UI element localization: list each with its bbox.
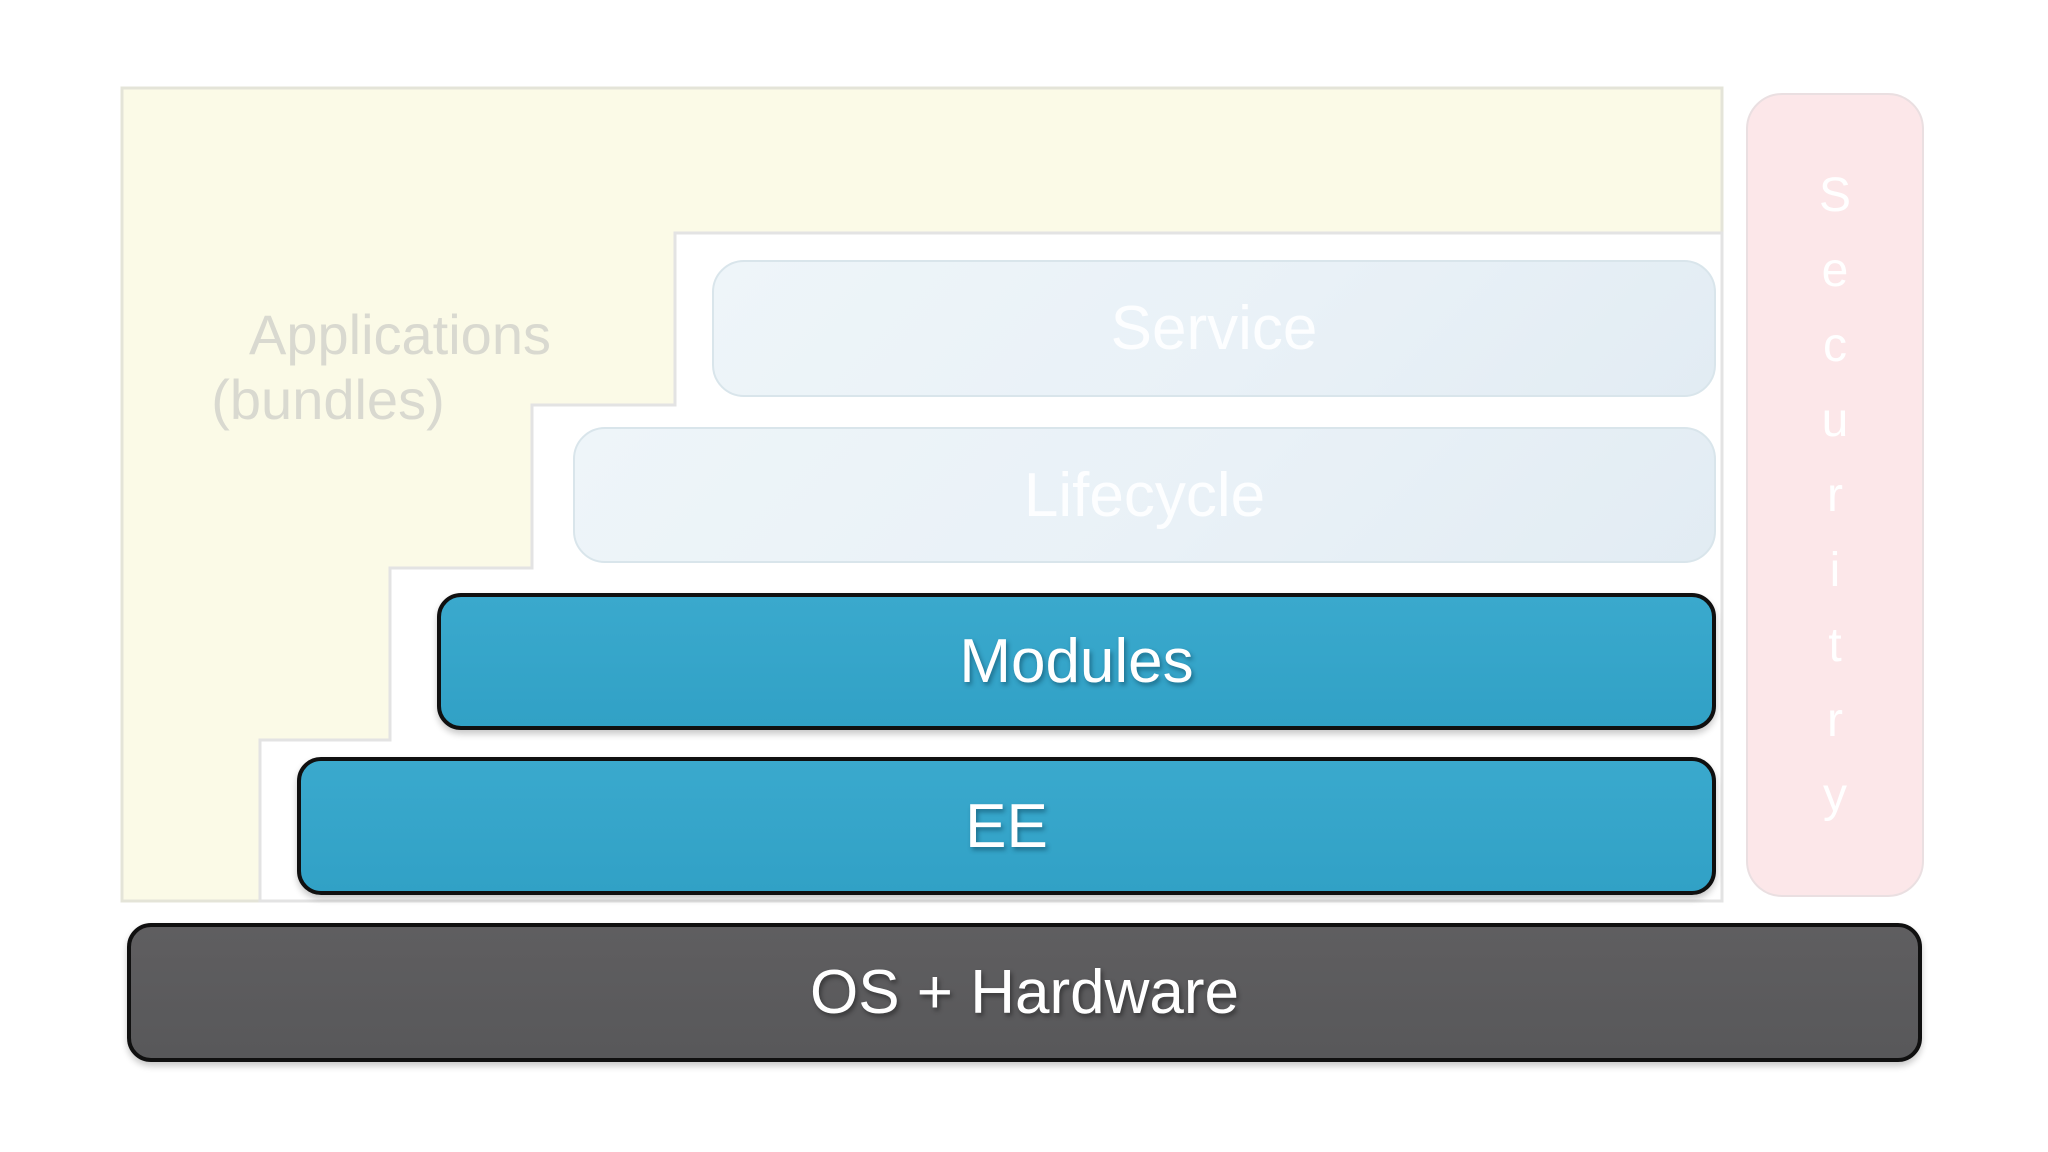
security-letter: t	[1828, 618, 1842, 672]
layer-lifecycle: Lifecycle	[573, 427, 1716, 563]
stack-container-shape	[258, 231, 1724, 903]
security-letter: e	[1821, 243, 1849, 297]
security-bar: S e c u r i t r y	[1746, 93, 1924, 897]
security-letter: r	[1827, 468, 1843, 522]
security-letter: r	[1827, 693, 1843, 747]
layer-service: Service	[712, 260, 1716, 397]
security-letter: i	[1829, 543, 1841, 597]
security-letter: c	[1823, 318, 1847, 372]
layer-modules-label: Modules	[959, 627, 1194, 696]
layer-modules: Modules	[437, 593, 1716, 730]
applications-label-line1: Applications	[249, 303, 551, 366]
security-letter: u	[1821, 393, 1849, 447]
layer-os-hardware: OS + Hardware	[127, 923, 1922, 1062]
layer-service-label: Service	[1110, 294, 1318, 363]
layer-ee-label: EE	[965, 791, 1048, 861]
security-letter: S	[1818, 168, 1851, 222]
security-letter: y	[1823, 768, 1847, 822]
layer-os-hardware-label: OS + Hardware	[809, 958, 1239, 1027]
applications-label-line2: (bundles)	[211, 368, 445, 431]
layer-lifecycle-label: Lifecycle	[1023, 460, 1266, 530]
layer-ee: EE	[297, 757, 1716, 895]
